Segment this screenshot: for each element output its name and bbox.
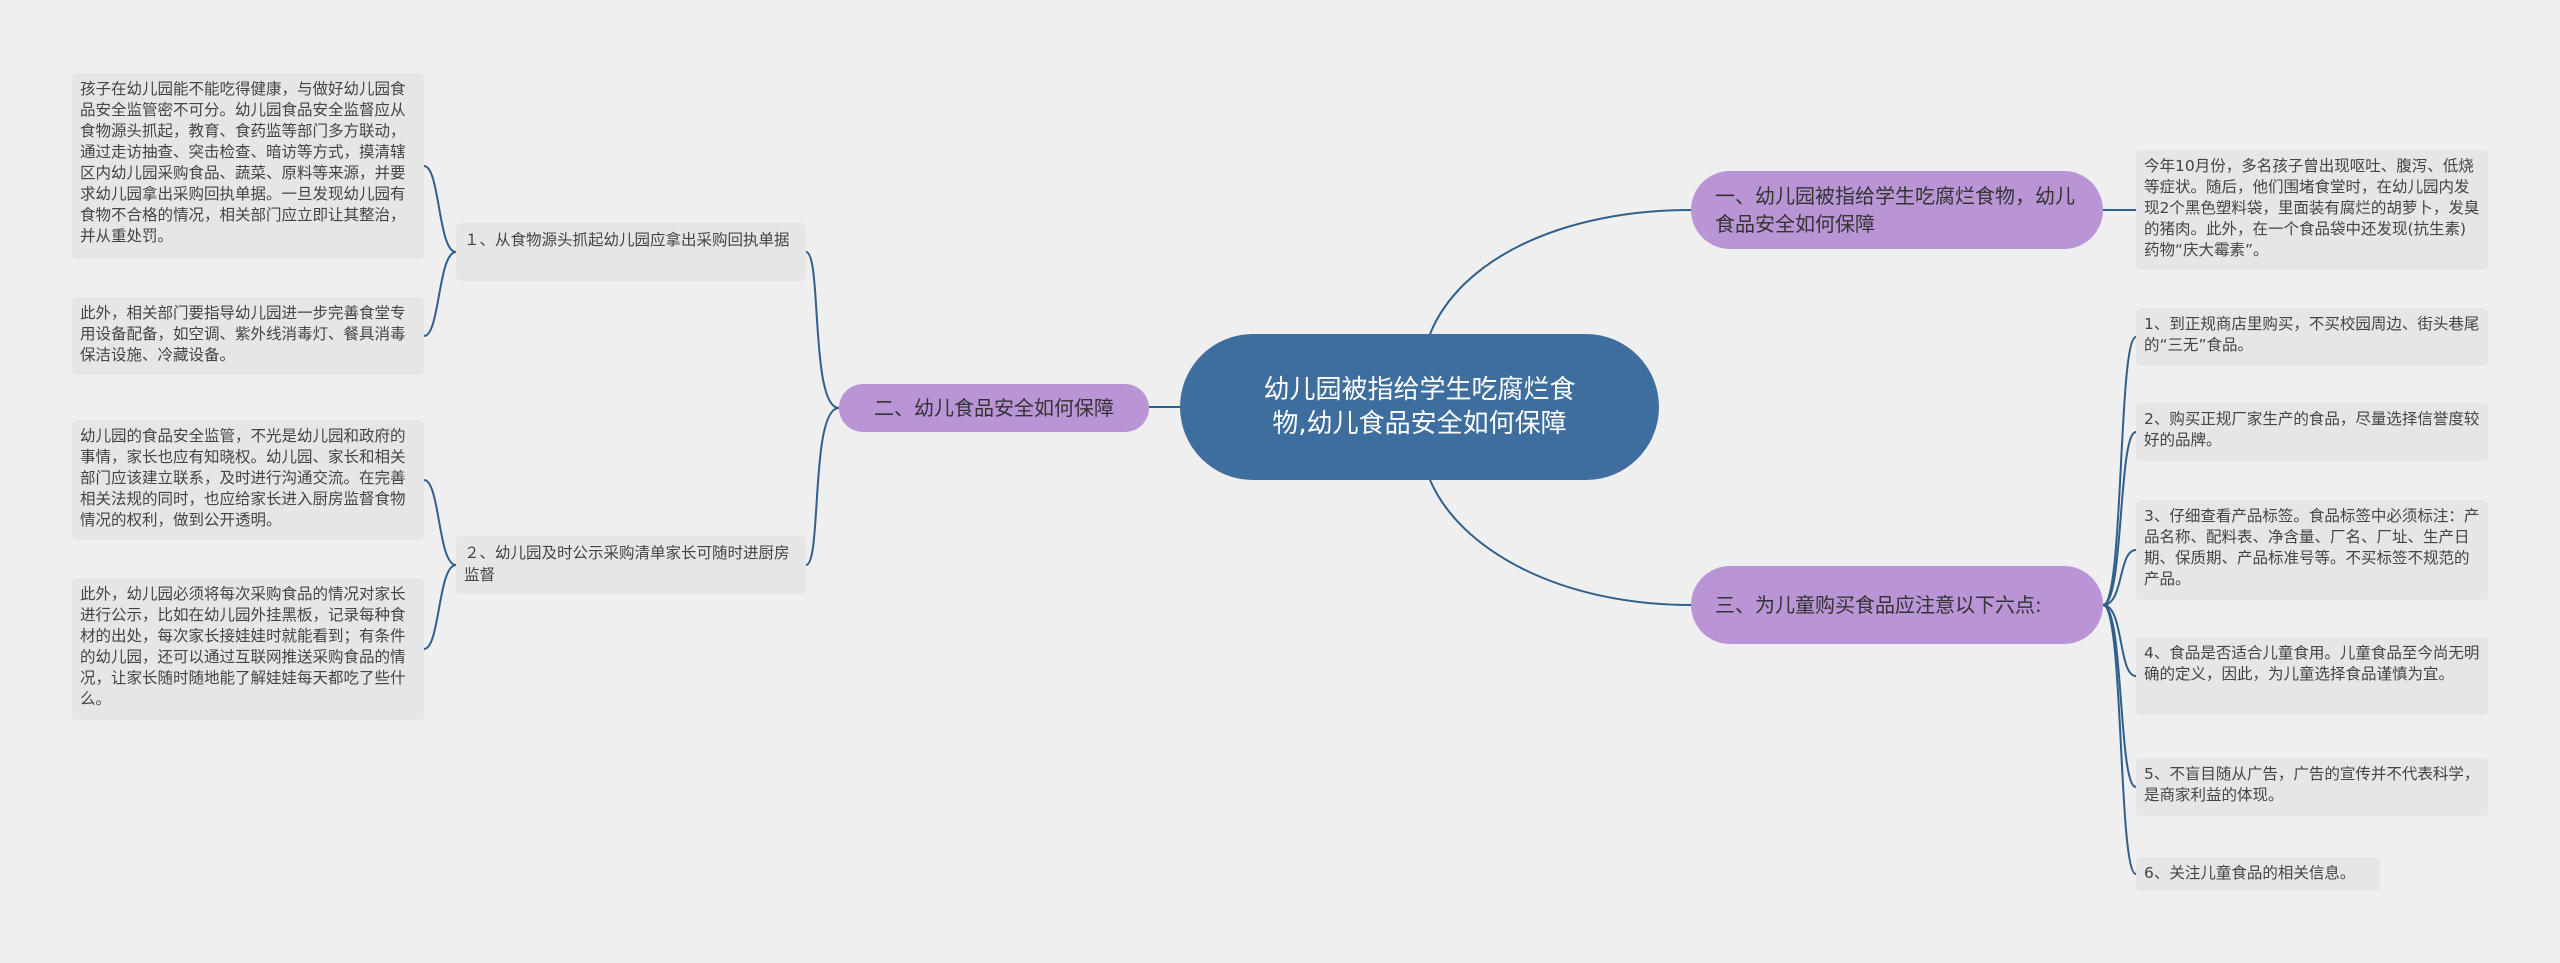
leaf-tip-6[interactable]: 6、关注儿童食品的相关信息。 xyxy=(2136,857,2380,891)
leaf-text: 孩子在幼儿园能不能吃得健康，与做好幼儿园食品安全监管密不可分。幼儿园食品安全监督… xyxy=(80,80,406,245)
leaf-text: 2、购买正规厂家生产的食品，尽量选择信誉度较好的品牌。 xyxy=(2144,410,2480,449)
subtopic-food-source[interactable]: １、从食物源头抓起幼儿园应拿出采购回执单据 xyxy=(456,223,806,281)
leaf-text: 4、食品是否适合儿童食用。儿童食品至今尚无明确的定义，因此，为儿童选择食品谨慎为… xyxy=(2144,644,2480,683)
leaf-text: 今年10月份，多名孩子曾出现呕吐、腹泻、低烧等症状。随后，他们围堵食堂时，在幼儿… xyxy=(2144,157,2480,259)
link-branch2-sub1 xyxy=(805,251,840,409)
branch-topic-1-text: 一、幼儿园被指给学生吃腐烂食物，幼儿食品安全如何保障 xyxy=(1715,184,2075,236)
leaf-tip-4[interactable]: 4、食品是否适合儿童食用。儿童食品至今尚无明确的定义，因此，为儿童选择食品谨慎为… xyxy=(2136,637,2488,715)
leaf-text: 幼儿园的食品安全监管，不光是幼儿园和政府的事情，家长也应有知晓权。幼儿园、家长和… xyxy=(80,427,406,529)
subtopic-food-source-text: １、从食物源头抓起幼儿园应拿出采购回执单据 xyxy=(464,231,790,249)
link-branch3-leaf5 xyxy=(2102,604,2137,788)
leaf-text: 6、关注儿童食品的相关信息。 xyxy=(2144,864,2356,882)
branch-topic-1[interactable]: 一、幼儿园被指给学生吃腐烂食物，幼儿食品安全如何保障 xyxy=(1691,171,2103,249)
leaf-text: 5、不盲目随从广告，广告的宣传并不代表科学，是商家利益的体现。 xyxy=(2144,765,2480,804)
link-branch2-sub2 xyxy=(805,407,840,566)
leaf-text: 此外，幼儿园必须将每次采购食品的情况对家长进行公示，比如在幼儿园外挂黑板，记录每… xyxy=(80,585,406,708)
leaf-text: 3、仔细查看产品标签。食品标签中必须标注：产品名称、配料表、净含量、厂名、厂址、… xyxy=(2144,507,2480,588)
leaf-text: 此外，相关部门要指导幼儿园进一步完善食堂专用设备配备，如空调、紫外线消毒灯、餐具… xyxy=(80,304,406,364)
leaf-tip-3[interactable]: 3、仔细查看产品标签。食品标签中必须标注：产品名称、配料表、净含量、厂名、厂址、… xyxy=(2136,500,2488,600)
link-root-branch1 xyxy=(1429,209,1692,335)
root-topic[interactable]: 幼儿园被指给学生吃腐烂食物,幼儿食品安全如何保障 xyxy=(1180,334,1659,480)
link-sub1-leaf2 xyxy=(423,251,457,337)
leaf-tip-5[interactable]: 5、不盲目随从广告，广告的宣传并不代表科学，是商家利益的体现。 xyxy=(2136,758,2488,816)
subtopic-purchase-list[interactable]: ２、幼儿园及时公示采购清单家长可随时进厨房监督 xyxy=(456,536,806,594)
leaf-tip-1[interactable]: 1、到正规商店里购买，不买校园周边、街头巷尾的“三无”食品。 xyxy=(2136,308,2488,366)
leaf-purchase-list-1[interactable]: 幼儿园的食品安全监管，不光是幼儿园和政府的事情，家长也应有知晓权。幼儿园、家长和… xyxy=(72,420,424,540)
branch-topic-3[interactable]: 三、为儿童购买食品应注意以下六点: xyxy=(1691,566,2103,644)
branch-topic-3-text: 三、为儿童购买食品应注意以下六点: xyxy=(1715,593,2042,617)
leaf-food-source-1[interactable]: 孩子在幼儿园能不能吃得健康，与做好幼儿园食品安全监管密不可分。幼儿园食品安全监督… xyxy=(72,73,424,259)
leaf-text: 1、到正规商店里购买，不买校园周边、街头巷尾的“三无”食品。 xyxy=(2144,315,2480,354)
leaf-food-source-2[interactable]: 此外，相关部门要指导幼儿园进一步完善食堂专用设备配备，如空调、紫外线消毒灯、餐具… xyxy=(72,297,424,375)
link-sub2-leaf2 xyxy=(423,564,457,650)
link-branch3-leaf6 xyxy=(2102,604,2137,875)
link-branch3-leaf4 xyxy=(2102,604,2137,677)
link-sub1-leaf1 xyxy=(423,165,457,253)
branch-topic-2[interactable]: 二、幼儿食品安全如何保障 xyxy=(839,384,1149,432)
leaf-purchase-list-2[interactable]: 此外，幼儿园必须将每次采购食品的情况对家长进行公示，比如在幼儿园外挂黑板，记录每… xyxy=(72,578,424,720)
link-branch3-leaf2 xyxy=(2102,431,2137,606)
root-topic-text: 幼儿园被指给学生吃腐烂食物,幼儿食品安全如何保障 xyxy=(1263,375,1576,439)
link-branch3-leaf1 xyxy=(2102,336,2137,606)
branch-topic-2-text: 二、幼儿食品安全如何保障 xyxy=(874,396,1114,420)
link-branch3-leaf3 xyxy=(2102,549,2137,606)
leaf-tip-2[interactable]: 2、购买正规厂家生产的食品，尽量选择信誉度较好的品牌。 xyxy=(2136,403,2488,461)
link-root-branch3 xyxy=(1429,479,1692,606)
link-sub2-leaf1 xyxy=(423,479,457,566)
subtopic-purchase-list-text: ２、幼儿园及时公示采购清单家长可随时进厨房监督 xyxy=(464,544,790,584)
leaf-incident[interactable]: 今年10月份，多名孩子曾出现呕吐、腹泻、低烧等症状。随后，他们围堵食堂时，在幼儿… xyxy=(2136,150,2488,270)
